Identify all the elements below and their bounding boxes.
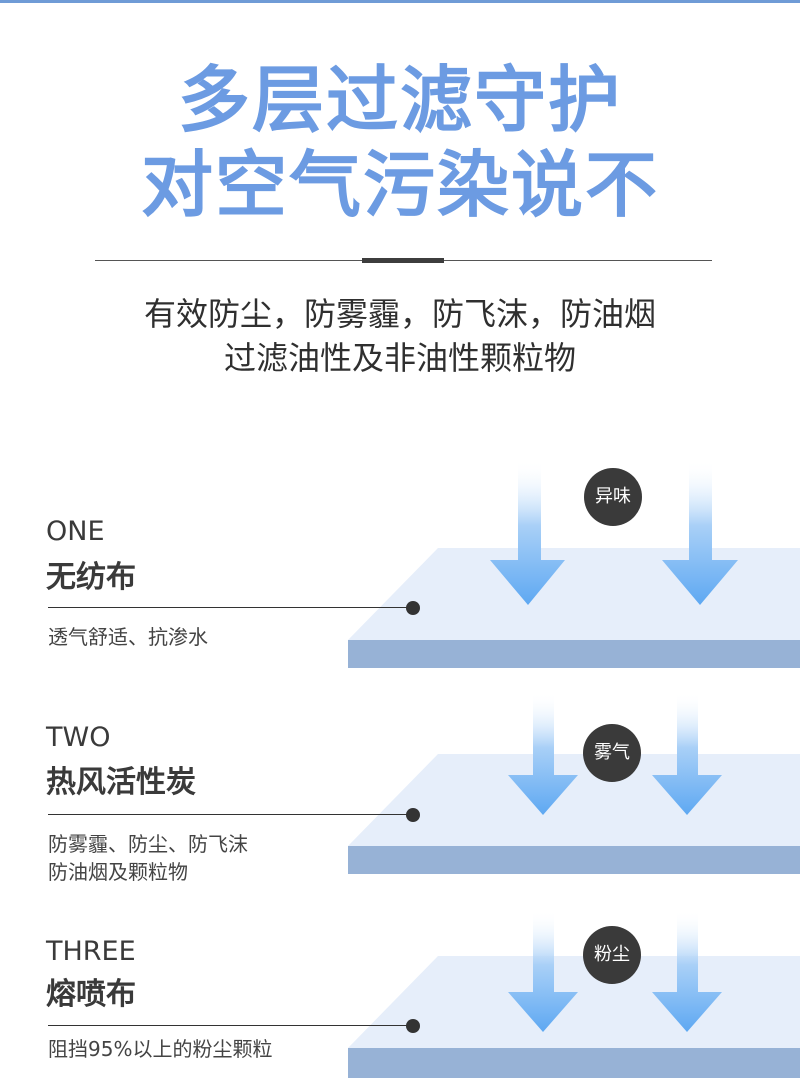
arrow-down-icon [508, 910, 578, 1032]
layer-1-description: 透气舒适、抗渗水 [48, 625, 208, 649]
layer-3-name: 熔喷布 [46, 977, 136, 1012]
arrow-down-icon [652, 910, 722, 1032]
layer-2-description-line-1: 防雾霾、防尘、防飞沫 [48, 832, 248, 856]
layer-2-number: TWO [46, 722, 111, 753]
layer-2-leader-dot [406, 808, 420, 822]
arrow-down-icon [652, 692, 722, 815]
headline-line-1: 多层过滤守护 [177, 58, 622, 142]
arrow-down-icon [508, 692, 578, 815]
headline-line-2: 对空气污染说不 [140, 143, 659, 227]
subtitle-line-2: 过滤油性及非油性颗粒物 [223, 339, 576, 377]
layer-1-number: ONE [46, 516, 105, 547]
layer-1-leader-dot [406, 601, 420, 615]
layer-3-number: THREE [46, 936, 136, 967]
badge-dust: 粉尘 [583, 926, 641, 984]
layer-3-leader-line [48, 1025, 413, 1026]
divider-accent [362, 258, 444, 263]
layer-2-description-line-2: 防油烟及颗粒物 [48, 860, 188, 884]
layer-2-leader-line [48, 814, 413, 815]
top-rule [0, 0, 800, 3]
badge-mist: 雾气 [583, 724, 641, 782]
layer-3-description: 阻挡95%以上的粉尘颗粒 [48, 1037, 273, 1061]
layer-1-leader-line [48, 607, 413, 608]
arrow-down-icon [490, 460, 565, 605]
layer-2-name: 热风活性炭 [46, 765, 196, 800]
layer-3-leader-dot [406, 1019, 420, 1033]
arrow-down-icon [662, 460, 738, 605]
layer-1-name: 无纺布 [46, 560, 136, 595]
layer-slab-3 [348, 956, 800, 1078]
subtitle-line-1: 有效防尘，防雾霾，防飞沫，防油烟 [143, 295, 656, 333]
badge-odor: 异味 [584, 468, 642, 526]
